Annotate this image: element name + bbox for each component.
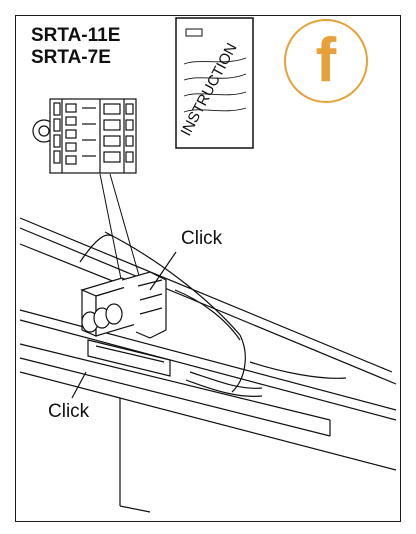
model-name-secondary: SRTA-7E [31, 47, 111, 68]
click-callout-bottom: Click [48, 401, 90, 422]
instruction-manual: INSTRUCTION [175, 17, 254, 149]
model-name-primary: SRTA-11E [31, 25, 121, 46]
connector-detail [32, 98, 137, 174]
click-indicators [71, 251, 177, 399]
click-callout-top: Click [181, 228, 223, 249]
upper-housing [19, 217, 397, 397]
installed-connector [80, 271, 171, 377]
model-names: SRTA-11E SRTA-7E [31, 25, 120, 69]
step-badge: f [284, 19, 368, 103]
step-letter: f [315, 26, 337, 95]
